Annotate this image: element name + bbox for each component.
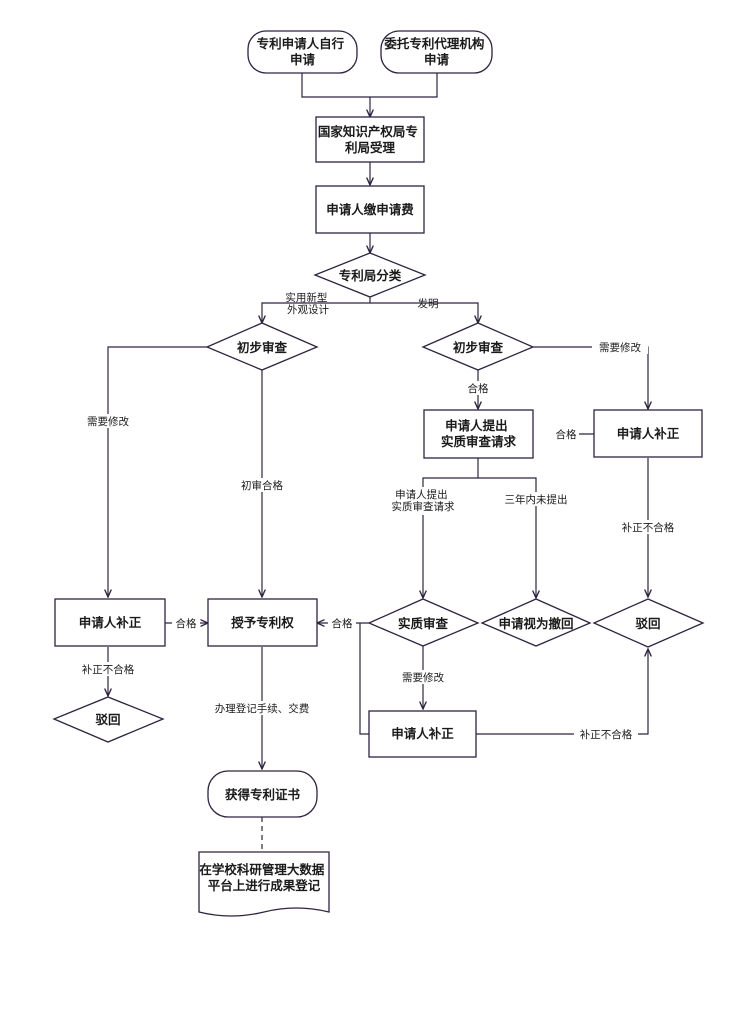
node-request-exam: 申请人提出 实质审查请求	[423, 409, 534, 459]
node-label: 专利申请人自行 申请	[257, 36, 349, 67]
node-label: 申请人补正	[391, 726, 454, 741]
node-cnipa-accept: 国家知识产权局专 利局受理	[315, 116, 425, 163]
edge-label-utility-design: 实用新型 外观设计	[285, 291, 330, 316]
node-label: 专利局分类	[339, 268, 402, 283]
node-label: 国家知识产权局专 利局受理	[318, 124, 422, 155]
node-label: 获得专利证书	[225, 787, 301, 802]
node-correct-left: 申请人补正	[54, 598, 166, 647]
node-register: 在学校科研管理大数据 平台上进行成果登记	[198, 851, 330, 917]
node-certificate: 获得专利证书	[207, 770, 318, 818]
node-label: 申请人补正	[79, 615, 142, 630]
node-label: 初步审查	[237, 340, 288, 355]
node-label: 申请人提出 实质审查请求	[441, 418, 517, 449]
node-grant: 授予专利权	[207, 598, 318, 647]
edge-label-need-modify-exam: 需要修改	[402, 671, 444, 684]
node-substantive-exam: 实质审查	[367, 598, 480, 647]
node-deemed-withdrawn: 申请视为撤回	[480, 598, 592, 647]
node-label: 实质审查	[398, 616, 449, 631]
node-prelim-left: 初步审查	[205, 322, 319, 371]
edge-label-correct-fail-bottom: 补正不合格	[580, 728, 633, 741]
edge-label-not-in-three-years: 三年内未提出	[505, 493, 568, 506]
node-classify: 专利局分类	[313, 252, 427, 298]
node-agency-apply: 委托专利代理机构 申请	[380, 30, 493, 74]
node-label: 驳回	[95, 712, 120, 727]
edge-label-register-pay: 办理登记手续、交费	[215, 702, 310, 715]
node-label: 申请人补正	[617, 426, 680, 441]
node-reject-left: 驳回	[52, 696, 165, 743]
edge-label-pass-right-down: 合格	[468, 382, 489, 395]
node-label: 在学校科研管理大数据 平台上进行成果登记	[199, 862, 328, 893]
node-prelim-right: 初步审查	[421, 322, 535, 371]
edge-labels: 实用新型 外观设计 发明 需要修改 初审合格 合格 需要修改 合格 申请人提出 …	[76, 291, 680, 741]
node-correct-right: 申请人补正	[593, 409, 703, 458]
edge-label-need-modify-right: 需要修改	[599, 341, 641, 354]
edge-label-correct-fail-left: 补正不合格	[82, 663, 135, 676]
edge-label-invention: 发明	[418, 297, 439, 310]
edge-label-pass-correct-to-request: 合格	[556, 428, 577, 441]
edge-label-prelim-pass: 初审合格	[241, 479, 283, 492]
node-label: 初步审查	[453, 340, 504, 355]
node-label: 授予专利权	[231, 615, 294, 630]
edge-label-correct-fail-right: 补正不合格	[622, 521, 675, 534]
edge-label-pass-exam-to-grant: 合格	[332, 617, 353, 630]
node-reject-right: 驳回	[592, 598, 705, 648]
node-label: 委托专利代理机构 申请	[383, 36, 488, 67]
node-label: 申请人缴申请费	[326, 202, 414, 217]
edge-label-request-submitted: 申请人提出 实质审查请求	[392, 488, 455, 513]
edge-label-pass-correct-to-grant: 合格	[176, 617, 197, 630]
node-label: 驳回	[635, 616, 660, 631]
node-correct-bottom: 申请人补正	[368, 710, 477, 758]
node-self-apply: 专利申请人自行 申请	[247, 30, 358, 74]
node-label: 申请视为撤回	[498, 616, 573, 631]
node-pay-fee: 申请人缴申请费	[315, 185, 425, 234]
edge-label-need-modify-left: 需要修改	[87, 415, 129, 428]
